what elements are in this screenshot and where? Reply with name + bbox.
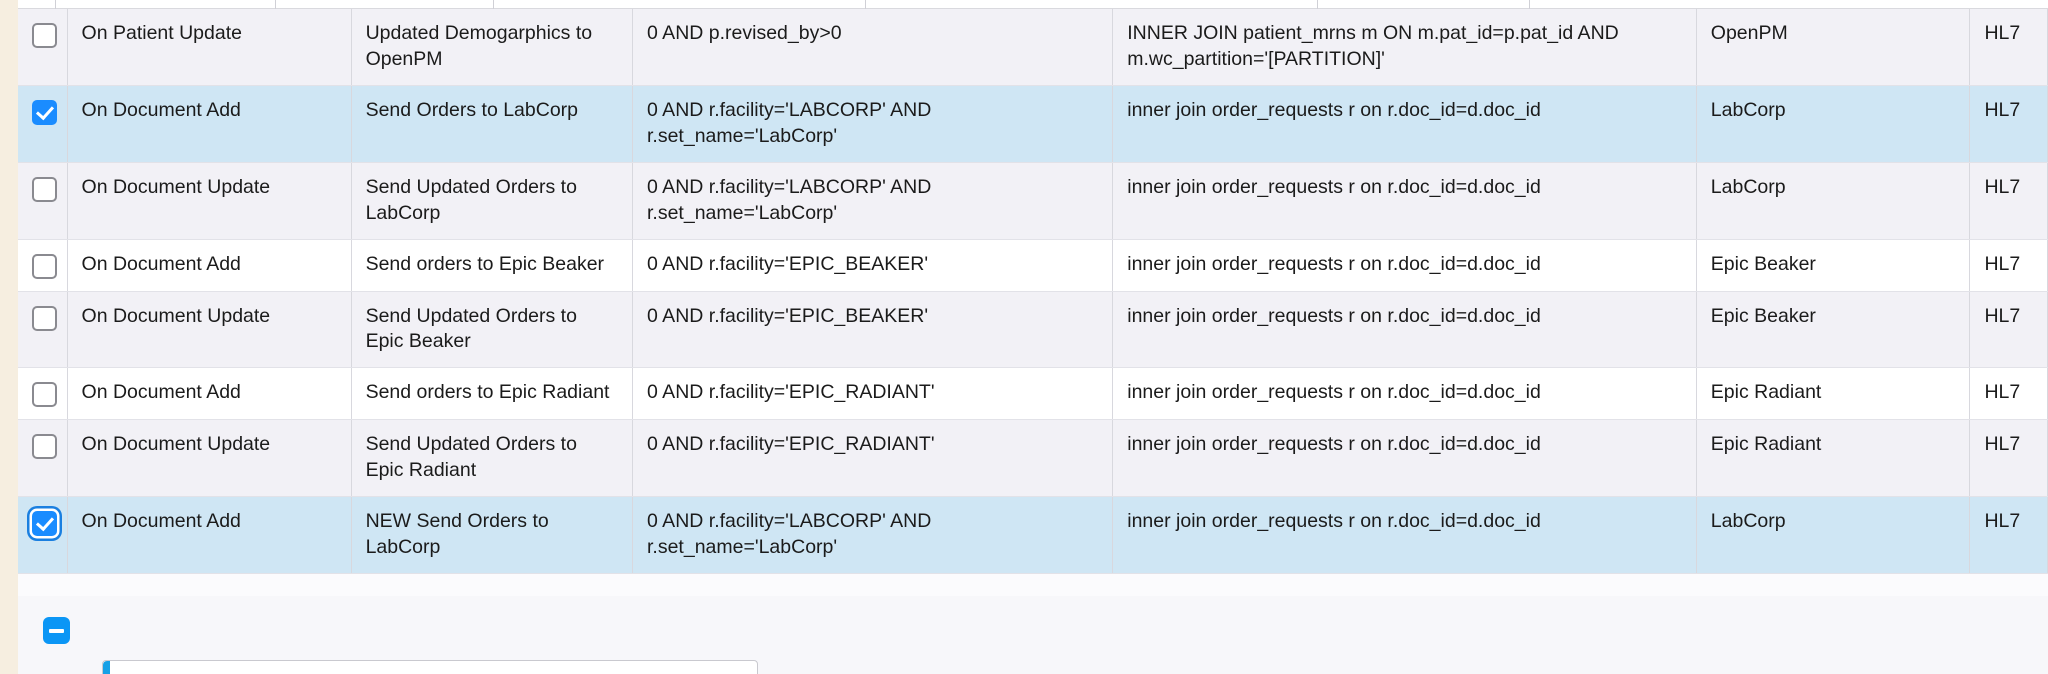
cell-vendor: LabCorp [1696,162,1971,240]
cell-format: HL7 [1969,9,2048,86]
cell-vendor: LabCorp [1696,496,1971,575]
row-checkbox-unchecked[interactable] [32,23,57,48]
cell-vendor: Epic Radiant [1696,419,1971,498]
cell-name: Send orders to Epic Beaker [351,239,634,292]
cell-name: Send Updated Orders to Epic Beaker [351,291,634,369]
cell-event: On Document Add [67,239,352,292]
cell-format: HL7 [1969,239,2048,292]
row-select-cell[interactable] [18,419,68,498]
cell-vendor: LabCorp [1696,85,1971,163]
cell-filter: 0 AND r.facility='LABCORP' AND r.set_nam… [632,496,1114,575]
row-checkbox-checked[interactable] [32,511,57,537]
row-select-cell[interactable] [18,496,68,575]
cell-format: HL7 [1969,85,2048,163]
cell-format: HL7 [1969,367,2048,421]
cell-join: inner join order_requests r on r.doc_id=… [1112,367,1697,421]
cell-join: inner join order_requests r on r.doc_id=… [1112,85,1697,163]
cell-event: On Document Update [67,291,352,369]
cell-event: On Document Add [67,496,352,575]
cell-name: NEW Send Orders to LabCorp [351,496,634,575]
header-sliver-join [866,0,1318,9]
cell-event: On Patient Update [67,9,352,86]
cell-format: HL7 [1969,162,2048,240]
detail-panel-accent-bar [103,661,110,674]
header-sliver-filter [494,0,866,9]
row-checkbox-unchecked[interactable] [32,434,57,460]
row-select-cell[interactable] [18,239,68,292]
collapse-minus-icon[interactable] [43,617,70,644]
cell-vendor: Epic Beaker [1696,239,1971,292]
header-sliver-event [56,0,276,9]
cell-name: Send Orders to LabCorp [351,85,634,163]
cell-filter: 0 AND r.facility='EPIC_RADIANT' [632,367,1114,421]
row-checkbox-unchecked[interactable] [32,305,57,331]
cell-filter: 0 AND r.facility='EPIC_BEAKER' [632,239,1114,292]
cell-format: HL7 [1969,496,2048,575]
cell-filter: 0 AND r.facility='LABCORP' AND r.set_nam… [632,85,1114,163]
cell-vendor: OpenPM [1696,9,1971,86]
cell-join: inner join order_requests r on r.doc_id=… [1112,162,1697,240]
row-select-cell[interactable] [18,367,68,421]
row-select-cell[interactable] [18,85,68,163]
cell-join: inner join order_requests r on r.doc_id=… [1112,291,1697,369]
row-checkbox-checked[interactable] [32,99,57,125]
cell-filter: 0 AND r.facility='LABCORP' AND r.set_nam… [632,162,1114,240]
cell-join: INNER JOIN patient_mrns m ON m.pat_id=p.… [1112,9,1697,86]
row-select-cell[interactable] [18,162,68,240]
cell-format: HL7 [1969,419,2048,498]
row-checkbox-unchecked[interactable] [32,253,57,279]
cell-join: inner join order_requests r on r.doc_id=… [1112,239,1697,292]
cell-join: inner join order_requests r on r.doc_id=… [1112,419,1697,498]
cell-name: Send Updated Orders to LabCorp [351,162,634,240]
row-select-cell[interactable] [18,291,68,369]
detail-panel [102,660,758,674]
cell-event: On Document Update [67,419,352,498]
left-margin-strip [0,0,18,674]
cell-format: HL7 [1969,291,2048,369]
cell-name: Updated Demogarphics to OpenPM [351,9,634,86]
cell-filter: 0 AND r.facility='EPIC_BEAKER' [632,291,1114,369]
row-select-cell[interactable] [18,9,68,86]
cell-name: Send orders to Epic Radiant [351,367,634,421]
cell-event: On Document Add [67,367,352,421]
cell-event: On Document Add [67,85,352,163]
header-sliver-name [276,0,494,9]
header-sliver-select [18,0,56,9]
row-checkbox-unchecked[interactable] [32,176,57,202]
grid-footer-area [18,596,2048,674]
cell-vendor: Epic Radiant [1696,367,1971,421]
header-sliver-format [1530,0,1590,9]
cell-filter: 0 AND r.facility='EPIC_RADIANT' [632,419,1114,498]
cell-name: Send Updated Orders to Epic Radiant [351,419,634,498]
cell-filter: 0 AND p.revised_by>0 [632,9,1114,86]
grid-header-sliver [18,0,2048,9]
cell-join: inner join order_requests r on r.doc_id=… [1112,496,1697,575]
header-sliver-vendor [1318,0,1530,9]
cell-event: On Document Update [67,162,352,240]
row-checkbox-unchecked[interactable] [32,382,57,408]
cell-vendor: Epic Beaker [1696,291,1971,369]
